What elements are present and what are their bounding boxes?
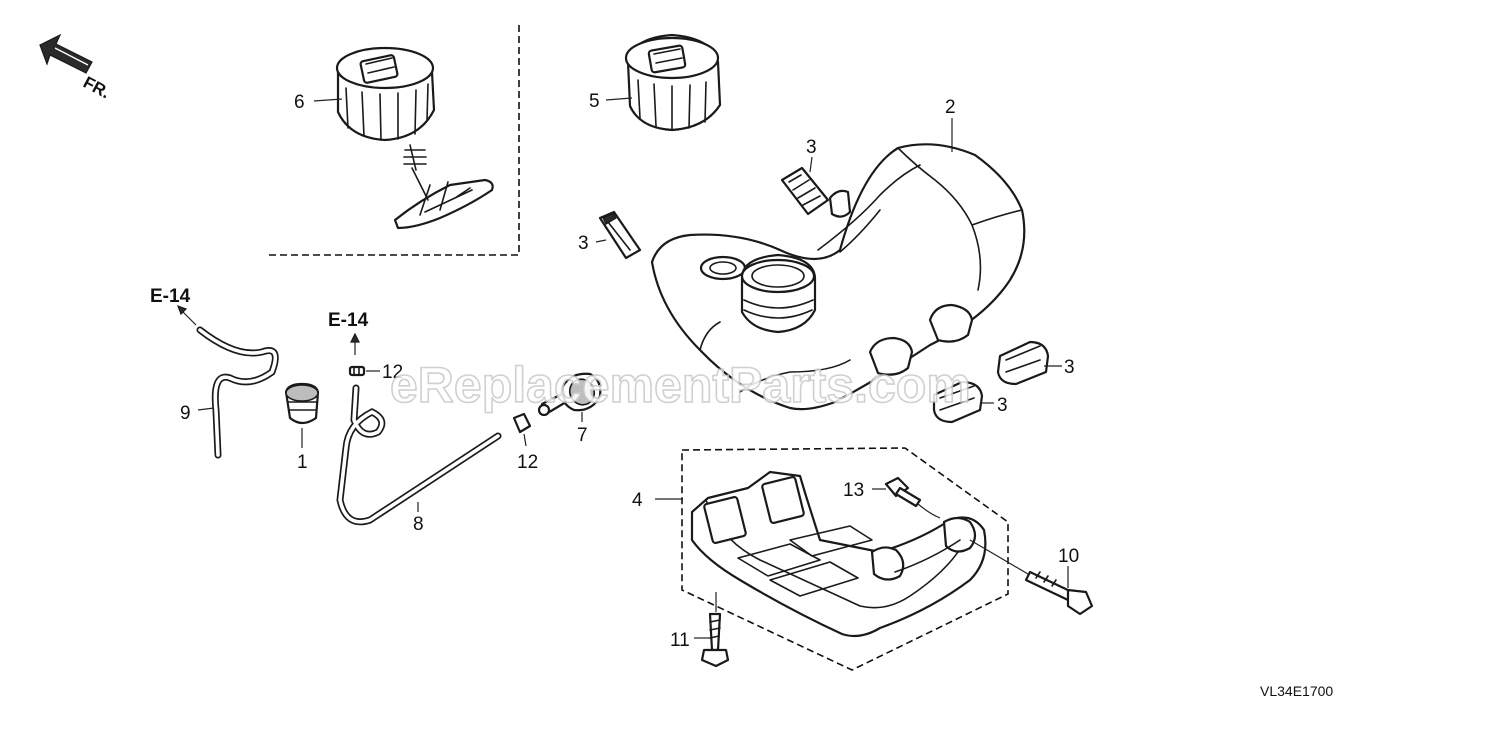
grommet-left-part[interactable]	[598, 210, 642, 260]
reference-lower: E-14	[328, 310, 369, 331]
callout-3-right-lower: 3	[997, 395, 1008, 416]
inset-frame	[266, 25, 520, 256]
fuel-tank-part[interactable]	[650, 143, 1026, 411]
watermark: eReplacementParts.com	[390, 357, 971, 413]
clamp-upper-part[interactable]	[348, 365, 366, 377]
reference-upper: E-14	[150, 286, 191, 307]
callout-10: 10	[1058, 546, 1079, 567]
breather-tube-part[interactable]	[196, 326, 279, 459]
callout-3-top: 3	[806, 137, 817, 158]
diagram-code: VL34E1700	[1260, 683, 1333, 699]
grommet-right-upper-part[interactable]	[996, 340, 1050, 386]
callout-3-right-upper: 3	[1064, 357, 1075, 378]
callout-4: 4	[632, 490, 643, 511]
bolt-10-part[interactable]	[1024, 570, 1094, 616]
callout-5: 5	[589, 91, 600, 112]
fuel-filter-part[interactable]	[537, 372, 602, 417]
bolt-13-part[interactable]	[884, 476, 922, 508]
fuel-tube-part[interactable]	[336, 384, 502, 526]
callout-3-left: 3	[578, 233, 589, 254]
front-direction-arrow-icon	[39, 33, 93, 74]
front-direction-label: FR.	[80, 73, 113, 103]
callout-13: 13	[843, 480, 864, 501]
grommet-top-part[interactable]	[780, 166, 830, 216]
callout-1: 1	[297, 452, 308, 473]
callout-12-upper: 12	[382, 362, 403, 383]
bolt-11-part[interactable]	[700, 612, 730, 668]
callout-11: 11	[670, 630, 690, 651]
fuel-cap-part[interactable]	[624, 33, 722, 132]
grommet-right-lower-part[interactable]	[932, 380, 984, 424]
tank-plug-part[interactable]	[284, 382, 320, 425]
callout-2: 2	[945, 97, 956, 118]
callout-12-lower: 12	[517, 452, 538, 473]
fuel-cap-with-strap-part[interactable]	[335, 46, 494, 230]
callout-7: 7	[577, 425, 588, 446]
callout-8: 8	[413, 514, 424, 535]
callout-6: 6	[294, 92, 305, 113]
clamp-lower-part[interactable]	[512, 412, 532, 434]
tank-guard-part[interactable]	[690, 470, 987, 638]
callout-9: 9	[180, 403, 191, 424]
tank-guard-frame	[681, 447, 1009, 671]
